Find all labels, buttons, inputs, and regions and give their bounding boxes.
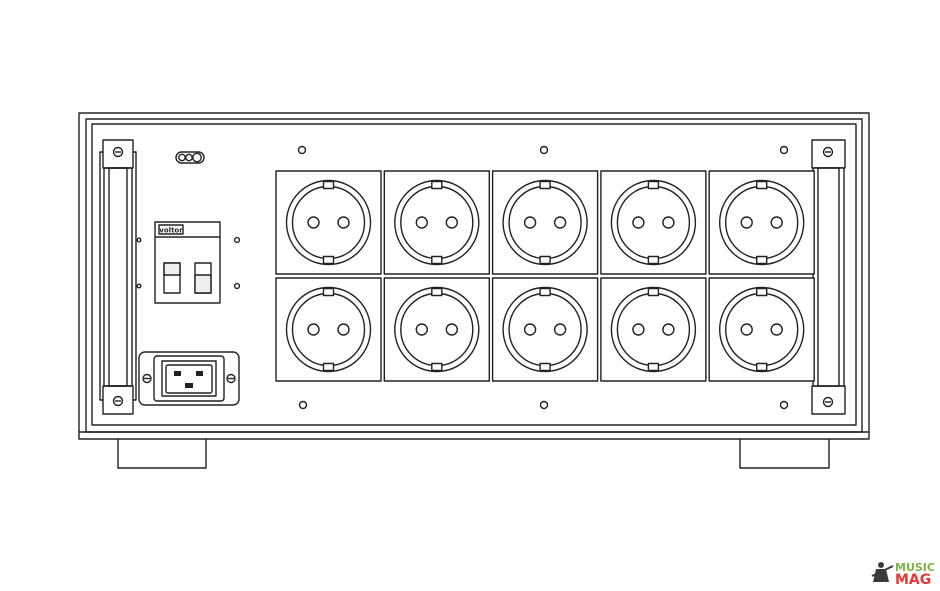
handle-screw-icon <box>822 396 834 408</box>
schuko-socket <box>600 277 707 382</box>
socket-grid <box>275 170 815 382</box>
ground-terminal-icon <box>175 151 205 164</box>
musicmag-watermark: MUSIC MAG <box>871 561 935 588</box>
schuko-socket <box>275 170 382 275</box>
schuko-socket <box>383 277 490 382</box>
panel-holes <box>136 145 789 410</box>
inlet-screw-icon <box>142 373 152 384</box>
breaker-brand-label: voltor <box>159 227 183 235</box>
watermark-music: MUSIC <box>895 561 935 574</box>
iec-power-inlet <box>138 351 240 406</box>
guitarist-logo-icon <box>871 562 894 582</box>
schuko-socket <box>708 170 815 275</box>
watermark-mag: MAG <box>895 572 931 587</box>
schuko-socket <box>491 277 599 382</box>
left-foot <box>117 435 207 469</box>
right-handle <box>811 139 846 415</box>
handle-screw-icon <box>112 395 124 407</box>
schuko-socket <box>708 277 815 382</box>
circuit-breaker: voltor <box>154 221 221 304</box>
schuko-socket <box>491 170 599 275</box>
schuko-socket <box>600 170 707 275</box>
right-foot <box>739 435 830 469</box>
inlet-screw-icon <box>226 373 236 384</box>
handle-screw-icon <box>112 146 124 158</box>
schuko-socket <box>275 277 382 382</box>
schuko-socket <box>383 170 490 275</box>
left-handle <box>99 139 137 415</box>
handle-screw-icon <box>822 146 834 158</box>
